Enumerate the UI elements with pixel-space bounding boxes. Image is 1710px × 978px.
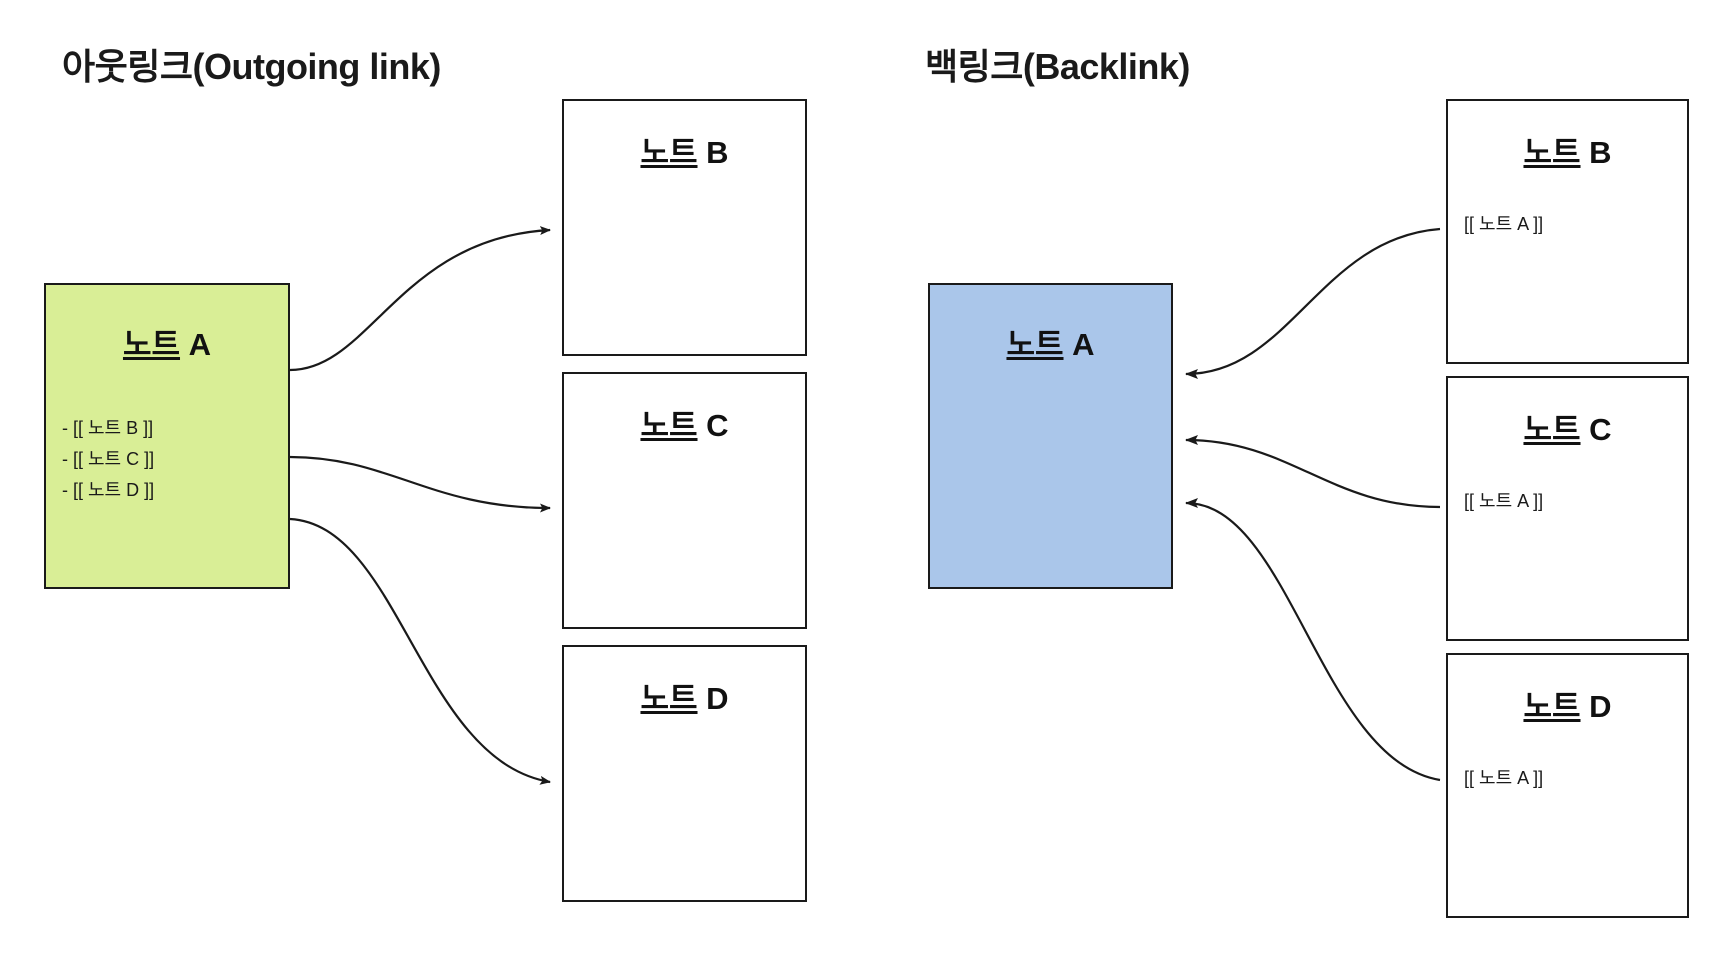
note-title-letter: A <box>1072 327 1095 362</box>
note-card-b-outgoing[interactable]: 노트 B <box>562 99 807 356</box>
note-card-b-backlink[interactable]: 노트 B [[ 노트 A ]] <box>1446 99 1689 364</box>
note-card-title: 노트 B <box>564 127 805 172</box>
edge-a-to-c <box>289 455 551 513</box>
edge-a-to-b <box>289 226 551 372</box>
note-card-body: [[ 노트 A ]] <box>1464 209 1677 240</box>
note-title-korean: 노트 <box>1523 689 1581 724</box>
backlink-title: 백링크(Backlink) <box>925 46 1190 87</box>
note-card-title: 노트 C <box>1448 404 1687 449</box>
note-title-korean: 노트 <box>1523 135 1581 170</box>
outgoing-link-line[interactable]: - [[ 노트 D ]] <box>62 479 155 500</box>
note-card-title: 노트 B <box>1448 127 1687 172</box>
note-title-korean: 노트 <box>1523 412 1581 447</box>
note-title-letter: B <box>706 135 729 170</box>
backlink-reference[interactable]: [[ 노트 A ]] <box>1464 491 1544 511</box>
note-card-a-backlink[interactable]: 노트 A <box>928 283 1173 589</box>
backlink-reference[interactable]: [[ 노트 A ]] <box>1464 214 1544 234</box>
note-card-title: 노트 D <box>564 673 805 718</box>
note-title-korean: 노트 <box>640 681 698 716</box>
note-card-a-outgoing[interactable]: 노트 A - [[ 노트 B ]] - [[ 노트 C ]] - [[ 노트 D… <box>44 283 290 589</box>
note-card-title: 노트 A <box>46 319 288 364</box>
note-title-letter: D <box>706 681 729 716</box>
note-card-body: [[ 노트 A ]] <box>1464 486 1677 517</box>
outgoing-link-line[interactable]: - [[ 노트 B ]] <box>62 418 154 438</box>
note-card-title: 노트 A <box>930 319 1171 364</box>
note-title-letter: C <box>706 408 729 443</box>
note-title-korean: 노트 <box>640 135 698 170</box>
note-title-korean: 노트 <box>122 327 181 362</box>
note-title-letter: C <box>1589 412 1612 447</box>
note-card-d-backlink[interactable]: 노트 D [[ 노트 A ]] <box>1446 653 1689 918</box>
note-title-letter: A <box>188 327 212 362</box>
outgoing-link-line[interactable]: - [[ 노트 C ]] <box>62 448 155 469</box>
note-title-letter: B <box>1589 135 1612 170</box>
backlink-reference[interactable]: [[ 노트 A ]] <box>1464 768 1544 788</box>
edge-d-to-a <box>1185 498 1441 782</box>
note-card-c-backlink[interactable]: 노트 C [[ 노트 A ]] <box>1446 376 1689 641</box>
note-card-title: 노트 D <box>1448 681 1687 726</box>
note-card-c-outgoing[interactable]: 노트 C <box>562 372 807 629</box>
edge-a-to-d <box>289 517 551 785</box>
edge-c-to-a <box>1185 435 1441 509</box>
note-title-korean: 노트 <box>1006 327 1064 362</box>
note-card-title: 노트 C <box>564 400 805 445</box>
note-card-body: [[ 노트 A ]] <box>1464 763 1677 794</box>
note-card-d-outgoing[interactable]: 노트 D <box>562 645 807 902</box>
edge-b-to-a <box>1185 227 1441 379</box>
note-card-body: - [[ 노트 B ]] - [[ 노트 C ]] - [[ 노트 D ]] <box>62 413 278 506</box>
note-title-korean: 노트 <box>640 408 698 443</box>
note-title-letter: D <box>1589 689 1612 724</box>
outgoing-link-title: 아웃링크(Outgoing link) <box>62 46 441 87</box>
